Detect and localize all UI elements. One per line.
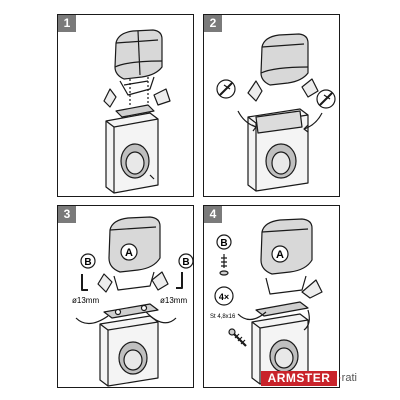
step-number: 1	[58, 15, 76, 32]
step-1-panel: 1	[57, 14, 194, 197]
step-4-panel: 4	[203, 205, 340, 388]
maker-dash: ·	[338, 372, 342, 384]
step-number: 2	[204, 15, 222, 32]
step-2-panel: 2	[203, 14, 340, 197]
part-b-circle	[216, 234, 232, 250]
armrest-drilling-illustration	[75, 216, 194, 387]
part-a-circle	[120, 243, 138, 261]
step-3-panel: 3	[57, 205, 194, 388]
step-number: 4	[204, 206, 222, 223]
part-a-circle	[271, 245, 289, 263]
maker-name: rati	[341, 372, 357, 384]
part-b-circle-right	[178, 253, 194, 269]
brand-logo: ARMSTER	[261, 371, 337, 386]
maker-logo: ·rati	[338, 371, 357, 386]
armrest-fixing-illustration	[214, 218, 323, 385]
part-b-circle-left	[80, 253, 96, 269]
quantity-circle	[214, 286, 234, 306]
armrest-bracket-removal-illustration	[216, 33, 336, 192]
step-number: 3	[58, 206, 76, 223]
armrest-exploded-illustration	[103, 29, 171, 194]
